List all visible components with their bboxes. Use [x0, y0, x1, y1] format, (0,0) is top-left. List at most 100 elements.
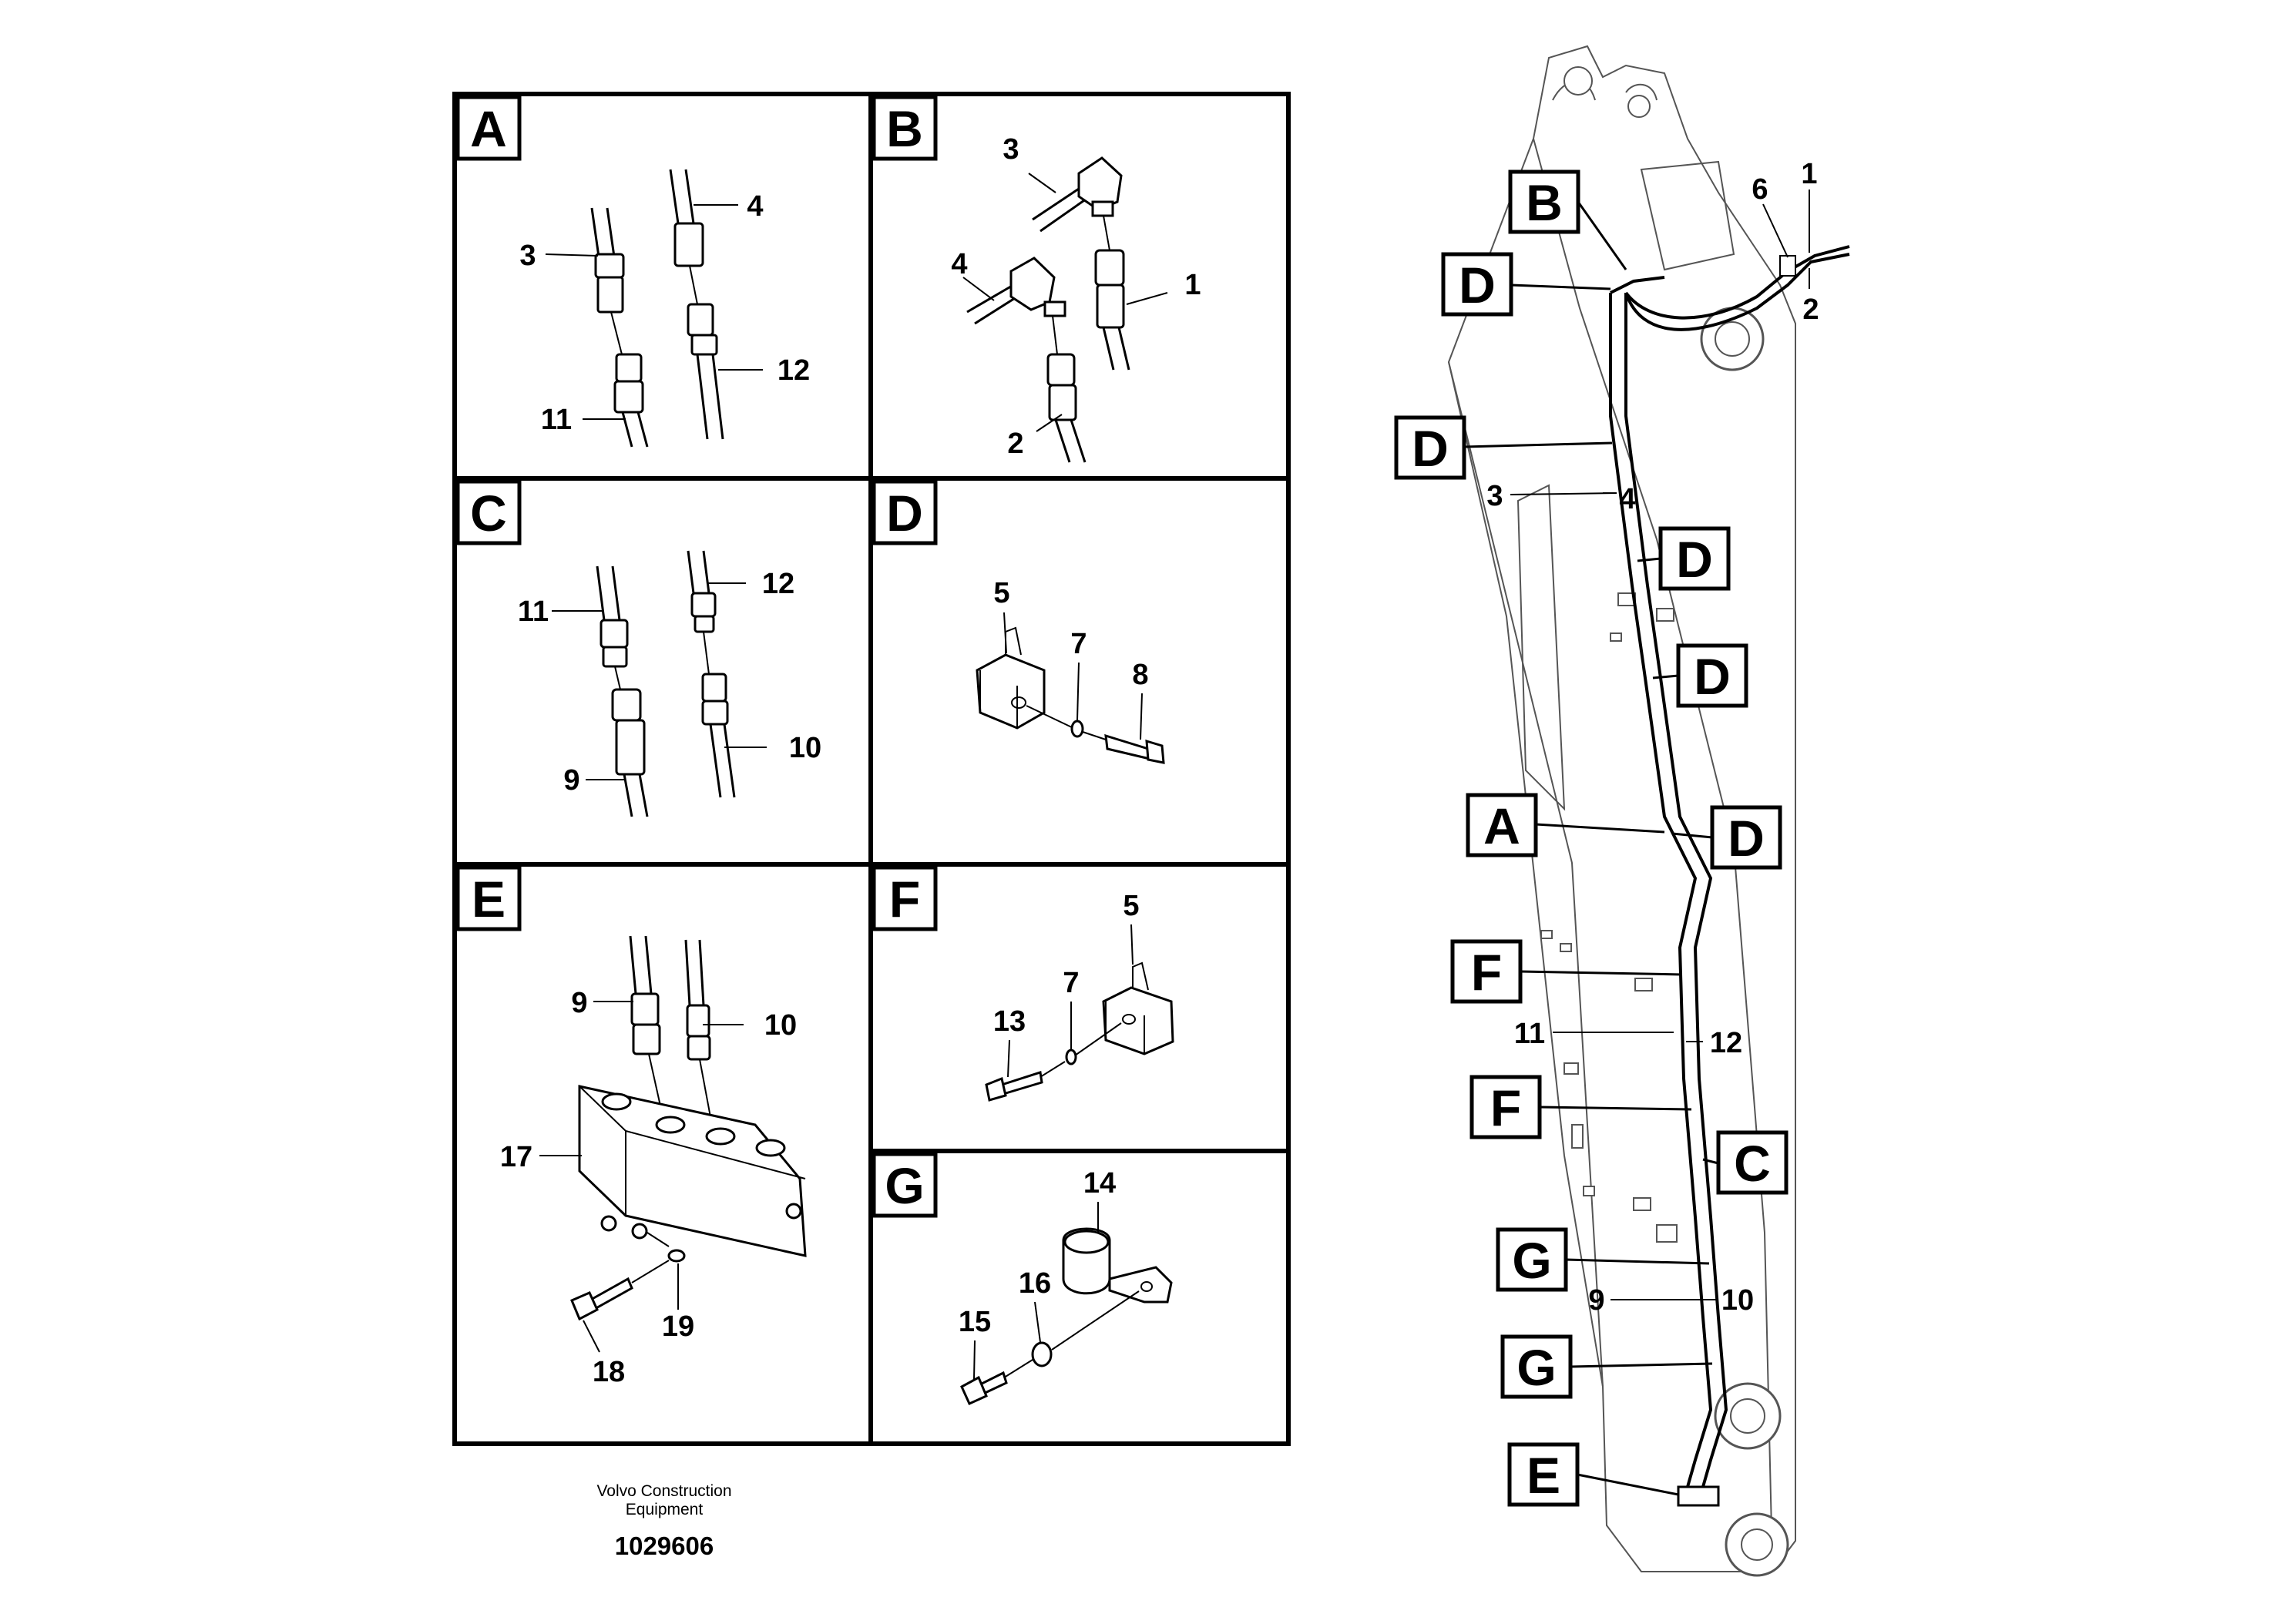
boom-pin-bosses	[1563, 66, 1789, 1577]
callout-d1-leader	[1510, 284, 1611, 290]
callout-d1-box	[1441, 252, 1513, 317]
panel-b-label-2: 2	[1007, 428, 1023, 460]
panel-d-bolt-head	[1145, 739, 1165, 764]
callout-c-box	[1716, 1130, 1789, 1195]
panel-c-hose-right	[687, 550, 736, 798]
boom-view: B D D D D A D F F C	[1394, 45, 1850, 1577]
boom-label-2: 2	[1802, 294, 1819, 326]
callout-d2: D	[1412, 420, 1449, 477]
panel-a-label-3: 3	[519, 240, 536, 272]
panel-b: B 3 4 1 2	[872, 95, 1201, 463]
panel-a-label-4: 4	[747, 190, 763, 223]
panel-g-label-14: 14	[1083, 1167, 1116, 1200]
panel-d-letter-box	[872, 479, 938, 545]
panel-e-port-1	[655, 1116, 686, 1134]
panel-d-label-5: 5	[993, 577, 1009, 609]
panel-d-label-7: 7	[1070, 628, 1087, 660]
callout-d5-leader	[1671, 832, 1713, 839]
panel-d-washer	[1070, 720, 1084, 738]
panel-c-label-10: 10	[789, 732, 821, 764]
panel-e-letter-box	[455, 865, 522, 931]
panel-g-label-15: 15	[959, 1306, 991, 1338]
panel-d-bolt-shank	[1104, 733, 1151, 760]
boom-label-12: 12	[1710, 1027, 1742, 1059]
panel-e-port-2	[705, 1127, 736, 1146]
callout-f1-leader	[1520, 970, 1683, 976]
boom-label-9: 9	[1588, 1284, 1604, 1317]
panel-e-letter: E	[472, 871, 505, 928]
panel-b-hose-lower	[966, 257, 1087, 463]
panel-a-label-11: 11	[541, 404, 572, 436]
callout-f2-box	[1469, 1075, 1542, 1139]
panel-f-label-7: 7	[1063, 967, 1079, 999]
panel-g-clip-tab	[1108, 1266, 1173, 1304]
callout-d5: D	[1728, 810, 1765, 867]
panel-a-letter: A	[470, 100, 507, 157]
panel-d-clamp	[976, 653, 1046, 730]
company-line-2: Equipment	[626, 1501, 704, 1518]
panel-c-letter-box	[455, 479, 522, 545]
callout-g2-box	[1500, 1334, 1573, 1399]
panel-e-bottom-plug-1	[600, 1215, 617, 1232]
panel-f-letter: F	[889, 871, 920, 928]
callout-d4-leader	[1652, 674, 1679, 679]
callout-d2-box	[1394, 415, 1466, 480]
callout-e: E	[1527, 1447, 1560, 1504]
panel-f-washer	[1065, 1049, 1077, 1065]
panel-e-label-17: 17	[500, 1141, 532, 1173]
panel-c-hose-left	[596, 565, 649, 817]
panel-e: E 9 10 17 18 19	[455, 865, 807, 1388]
hose-route	[1609, 245, 1850, 1488]
panel-f-bolt-head	[985, 1076, 1007, 1102]
callout-f2: F	[1490, 1079, 1521, 1136]
boom-label-1: 1	[1801, 158, 1817, 190]
boom-label-3: 3	[1486, 480, 1503, 512]
panel-e-bottom-plug-2	[631, 1223, 648, 1240]
boom-hose-clamp-top	[1779, 255, 1796, 277]
panel-c-label-12: 12	[762, 568, 794, 600]
panel-d: D 5 7 8	[872, 479, 1165, 764]
panel-f-label-13: 13	[993, 1005, 1026, 1038]
panel-e-label-19: 19	[662, 1310, 694, 1343]
boom-label-4: 4	[1619, 483, 1635, 515]
callout-b-box	[1508, 169, 1580, 234]
drawing-number: 1029606	[615, 1532, 714, 1560]
panel-e-label-9: 9	[571, 987, 587, 1019]
panel-f-label-5: 5	[1123, 890, 1139, 922]
panel-b-letter-box	[872, 95, 938, 161]
panel-e-bolt-head	[570, 1291, 599, 1321]
panel-f: F 5 7 13	[872, 865, 1174, 1102]
panel-e-label-10: 10	[764, 1009, 797, 1042]
panel-b-letter: B	[886, 100, 923, 157]
panel-f-clamp	[1102, 986, 1174, 1055]
panel-b-label-1: 1	[1184, 269, 1201, 301]
boom-label-6: 6	[1752, 173, 1768, 206]
panel-a-label-12: 12	[778, 354, 810, 387]
panel-c-label-11: 11	[518, 596, 549, 628]
panel-e-hoses	[629, 935, 711, 1118]
panel-c: C 11 12 9 10	[455, 479, 821, 817]
drawing-footer: Volvo Construction Equipment 1029606	[596, 1482, 731, 1560]
panel-b-hose-upper	[1032, 156, 1130, 371]
callout-a-leader	[1535, 823, 1665, 834]
boom-label-11: 11	[1514, 1018, 1545, 1050]
panel-b-label-3: 3	[1003, 133, 1019, 166]
panel-c-letter: C	[470, 485, 507, 542]
callout-g2-leader	[1570, 1362, 1713, 1368]
callout-d1: D	[1459, 257, 1496, 314]
callout-d2-leader	[1463, 441, 1613, 448]
panel-g-clip-opening	[1063, 1230, 1110, 1254]
panel-e-plug-2	[755, 1139, 786, 1157]
panel-g-label-16: 16	[1019, 1267, 1051, 1300]
panel-g-letter-box	[872, 1152, 938, 1218]
panel-a-hose-left	[590, 207, 649, 448]
callout-d3: D	[1676, 531, 1713, 588]
panel-c-label-9: 9	[563, 764, 579, 797]
panel-b-label-4: 4	[951, 248, 967, 280]
boom-manifold	[1677, 1485, 1720, 1507]
callout-g1: G	[1512, 1232, 1551, 1289]
panel-d-letter: D	[886, 485, 923, 542]
callout-e-leader	[1577, 1473, 1679, 1496]
callout-a: A	[1483, 797, 1520, 854]
